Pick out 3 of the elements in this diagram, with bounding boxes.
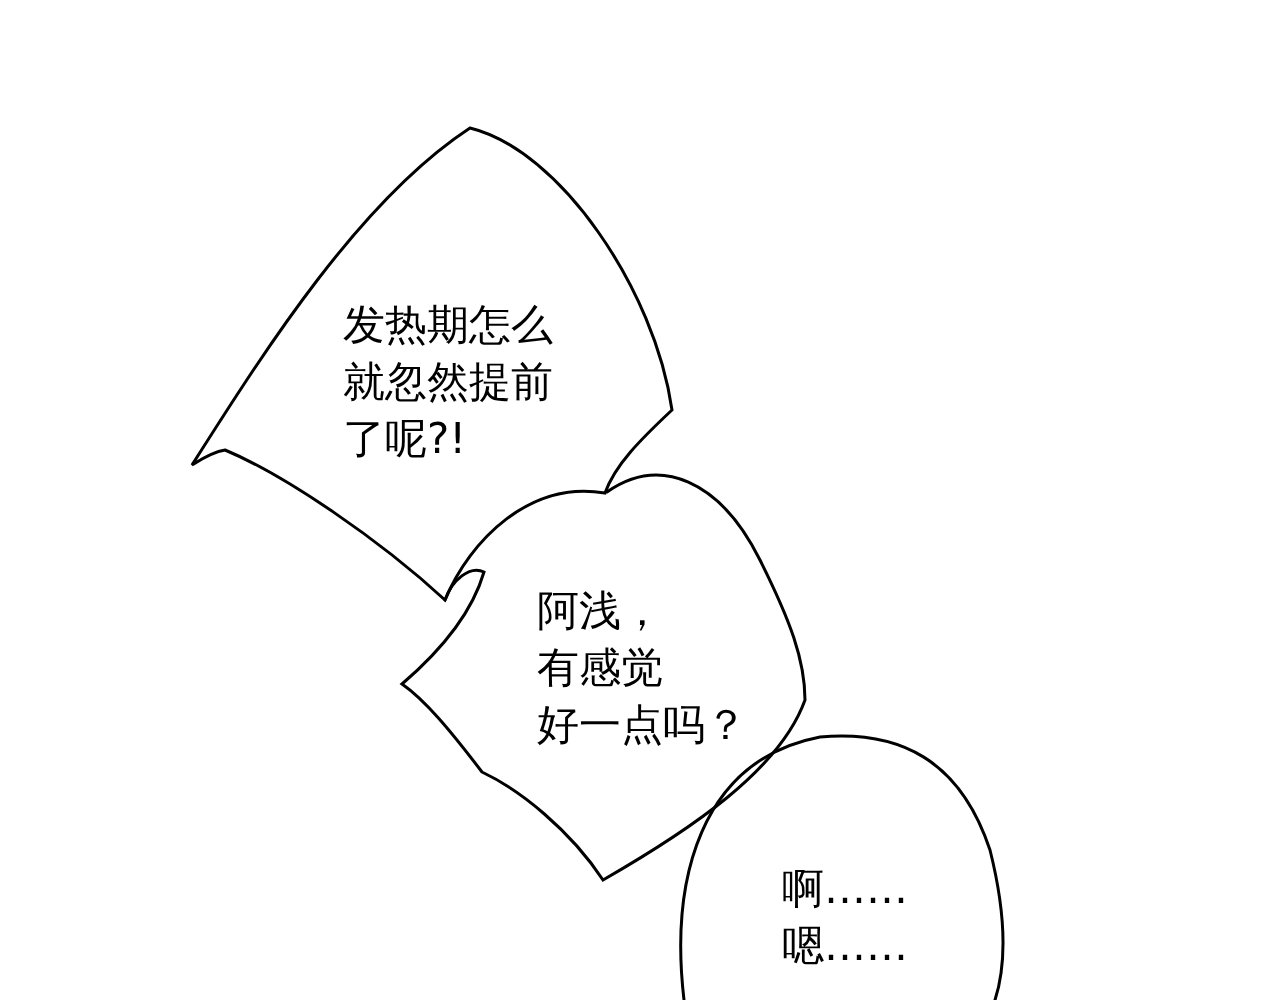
speech-text: 阿浅，有感觉好一点吗？ [537, 585, 747, 751]
speech-text: 发热期怎么就忽然提前了呢?! [343, 299, 553, 465]
speech-text: 啊……嗯…… [782, 863, 908, 972]
